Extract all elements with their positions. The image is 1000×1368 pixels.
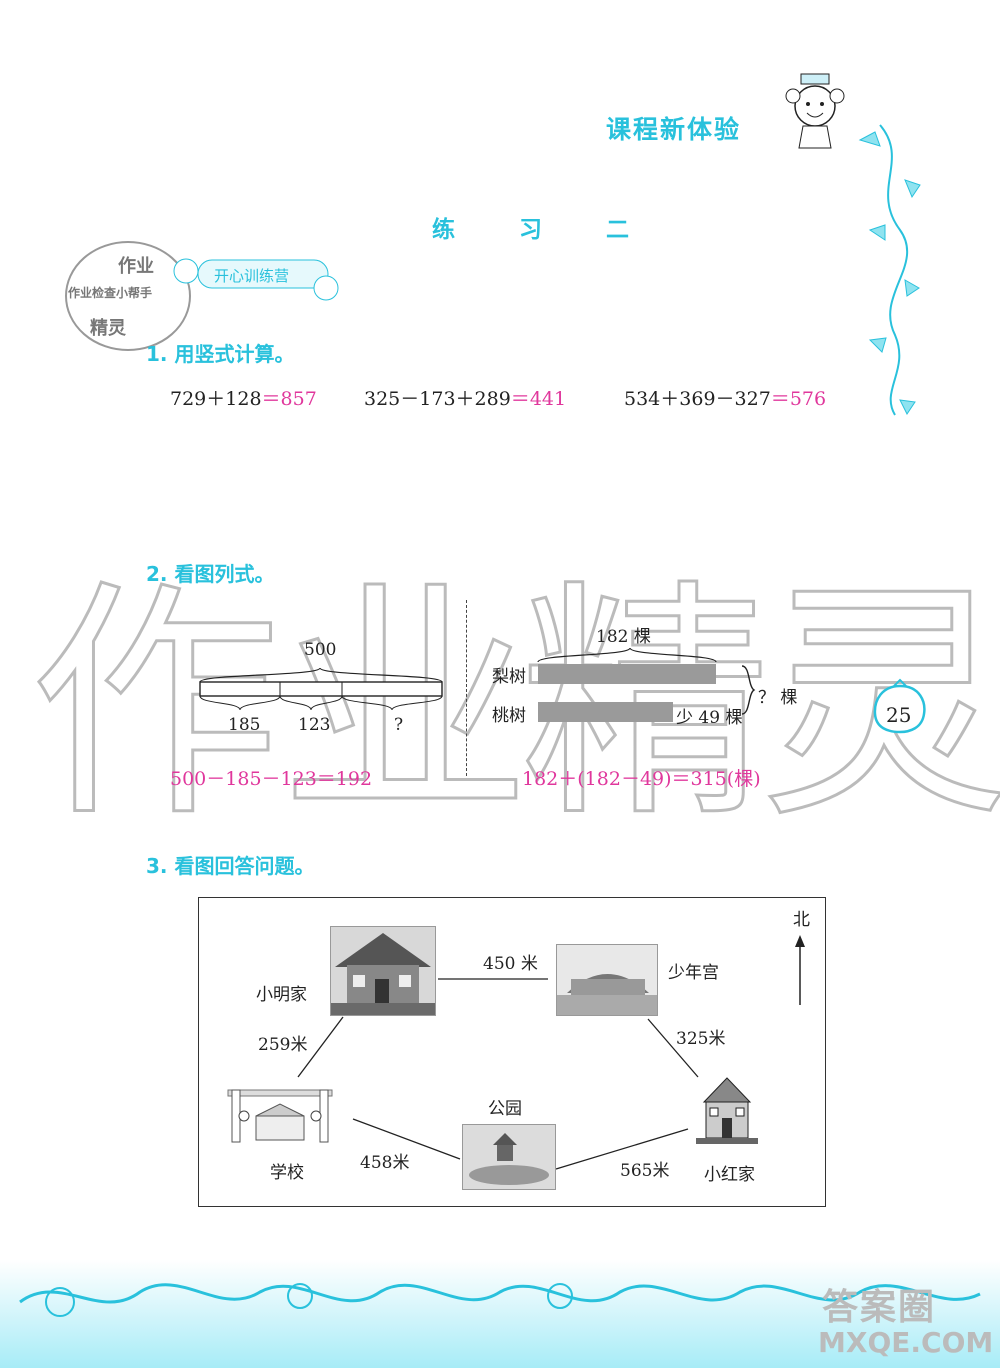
tree-question-label: ？ 棵 — [758, 688, 798, 708]
xiaohong-house-icon — [696, 1077, 758, 1144]
girl-mascot-icon — [785, 73, 845, 149]
q1-item-1-eq: ＝ — [261, 388, 281, 410]
tree-bar-diagram — [537, 647, 756, 722]
vine-decoration-icon — [858, 124, 921, 416]
school-icon — [227, 1089, 333, 1143]
house-icon — [331, 927, 435, 1015]
q3-heading: 3. 看图回答问题。 — [146, 854, 315, 878]
tree-top-label: 182 棵 — [596, 627, 651, 647]
segment-part-1-label: 185 — [228, 715, 261, 735]
north-label: 北 — [793, 910, 810, 930]
stamp-banner: 开心训练营 — [214, 267, 290, 285]
park-label: 公园 — [488, 1099, 522, 1119]
distance-xiaoming-shaoniangong: 450 米 — [483, 954, 538, 974]
header-title: 课程新体验 — [606, 115, 742, 144]
q2-left-answer: 500－185－123＝192 — [170, 768, 373, 790]
shaoniangong-image — [556, 944, 658, 1016]
footer-band — [0, 1260, 1000, 1368]
park-icon — [463, 1125, 555, 1189]
stamp-line-1: 作业 — [118, 256, 154, 277]
footer-logo-line1: 答案圈 — [822, 1287, 937, 1328]
q1-heading: 1. 用竖式计算。 — [146, 342, 295, 366]
park-image — [462, 1124, 556, 1190]
xiaoming-label: 小明家 — [256, 985, 307, 1005]
q1-item-1-expr: 729＋128 — [170, 388, 262, 410]
xiaohong-label: 小红家 — [704, 1165, 755, 1185]
q1-item-3-expr: 534＋369－327 — [624, 388, 771, 410]
map-box — [198, 897, 826, 1207]
tree-less-label: 少 49 棵 — [676, 708, 743, 728]
q1-item-2: 325－173＋289＝441 — [364, 384, 566, 411]
shaoniangong-label: 少年宫 — [668, 963, 719, 983]
segment-diagram — [199, 667, 443, 711]
q2-heading: 2. 看图列式。 — [146, 562, 275, 586]
q1-item-2-expr: 325－173＋289 — [364, 388, 511, 410]
xiaoming-house-image — [330, 926, 436, 1016]
q1-item-2-eq: ＝ — [510, 388, 530, 410]
q1-item-2-answer: 441 — [529, 388, 567, 410]
stamp-line-3: 精灵 — [90, 318, 126, 339]
q1-item-1-answer: 857 — [280, 388, 317, 410]
distance-park-xiaohong: 565米 — [620, 1161, 670, 1181]
q2-right-answer: 182＋(182－49)＝315(棵) — [522, 768, 761, 790]
q2-divider — [466, 600, 467, 776]
map-roads — [297, 935, 805, 1170]
exercise-title: 练 习 二 — [432, 217, 658, 243]
distance-xiaoming-school: 259米 — [258, 1035, 308, 1055]
tree-row2-label: 桃树 — [492, 706, 526, 726]
segment-total-label: 500 — [304, 640, 337, 660]
segment-part-2-label: 123 — [298, 715, 331, 735]
q1-item-3-answer: 576 — [789, 388, 827, 410]
stamp-logo — [65, 241, 339, 351]
watermark-char-1: 作 — [29, 558, 282, 851]
page-number: 25 — [886, 703, 912, 727]
distance-shaoniangong-xiaohong: 325米 — [676, 1029, 726, 1049]
wave-decoration-icon — [19, 1283, 981, 1317]
footer-logo-line2: MXQE.COM — [818, 1326, 994, 1359]
q1-item-3: 534＋369－327＝576 — [624, 384, 826, 411]
page-number-badge-icon — [873, 678, 926, 734]
segment-part-3-label: ? — [394, 715, 404, 735]
distance-school-park: 458米 — [360, 1153, 410, 1173]
tree-row1-label: 梨树 — [492, 667, 526, 687]
stamp-line-2: 作业检查小帮手 — [68, 286, 153, 300]
q1-item-3-eq: ＝ — [770, 388, 790, 410]
q1-item-1: 729＋128＝857 — [170, 384, 317, 411]
school-label: 学校 — [270, 1163, 304, 1183]
building-icon — [557, 945, 657, 1015]
